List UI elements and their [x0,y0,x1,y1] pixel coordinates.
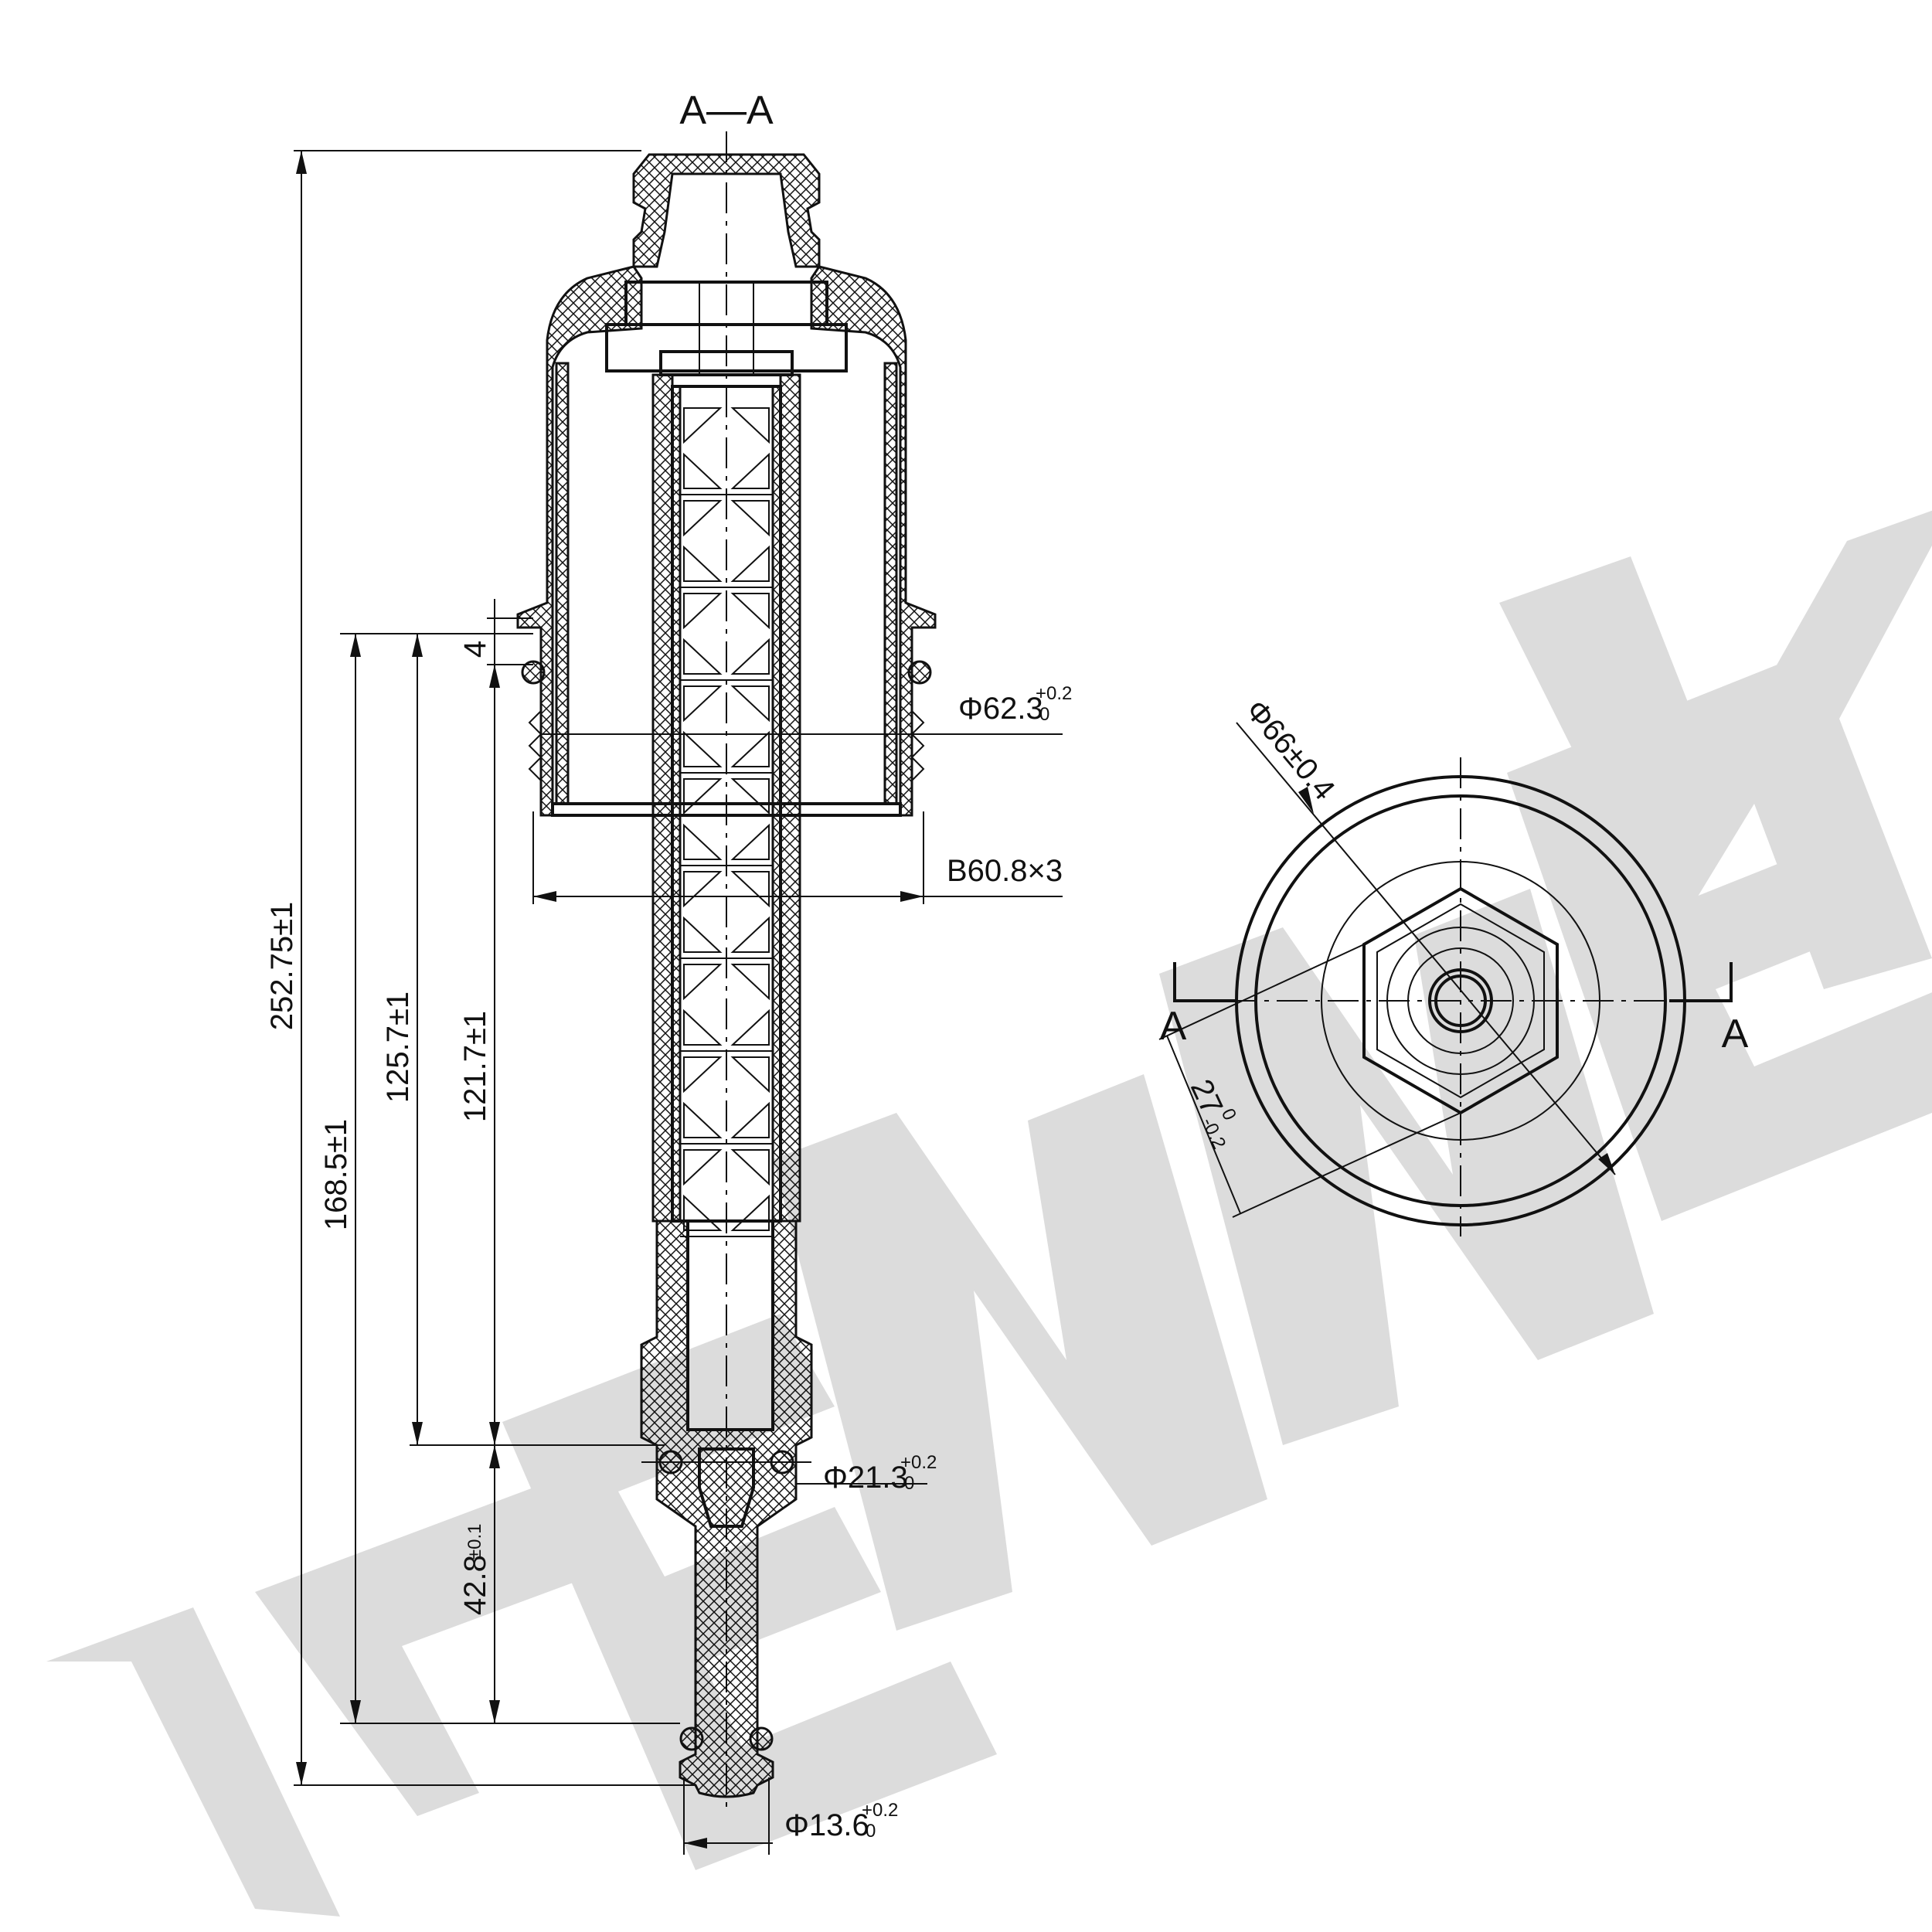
lattice-cell [683,1149,723,1186]
lattice-cell [730,964,770,1001]
lattice-cell [683,500,723,537]
hex-dim-line-2 [1158,944,1365,1040]
dimension-lines [294,150,1063,1855]
end-view [1158,722,1733,1236]
dim-dia-21-tol-up: +0.2 [900,1452,937,1473]
lattice-cell [730,500,770,537]
watermark-logo [46,510,1932,1917]
lattice-cell [730,778,770,815]
filter-cup-shell [516,265,937,817]
o-ring-cup-right [907,660,932,685]
dim-tip: 42.8 ±0.1 [458,1523,492,1615]
lattice-cell [683,638,723,675]
lattice-cell [730,452,770,489]
section-title: A—A [679,88,774,133]
lattice-cell [730,871,770,908]
dim-dia-13-tol-low: 0 [866,1821,876,1842]
section-mark-left: A [1160,1004,1187,1049]
lattice-cell [730,1149,770,1186]
lattice-cell [683,407,723,444]
o-ring-tip-left [679,1726,704,1751]
lattice-cell [683,1101,723,1138]
dim-dia-13-tol-up: +0.2 [862,1800,898,1821]
lattice-cell [730,916,770,953]
lattice-cell [683,871,723,908]
dim-dia-62-main: Φ62.3 [958,692,1043,726]
dim-dia-13-main: Φ13.6 [784,1808,869,1842]
thread-right [910,710,925,781]
thread-left [528,710,543,781]
dia66-leader [1236,722,1616,1175]
inner-sleeve [555,362,898,805]
section-view [516,131,937,1808]
lattice-cell [683,1056,723,1094]
dim-dia-62-tol-low: 0 [1039,704,1049,725]
lattice-cell [683,916,723,953]
lattice-cell [730,407,770,444]
lattice-cell [730,685,770,723]
lattice-cell [683,685,723,723]
lattice-cell [683,1194,723,1231]
dimension-arrows [296,151,923,1849]
lattice-cell [683,545,723,582]
hex-head [632,153,821,268]
dim-dia-62-tol-up: +0.2 [1036,683,1072,704]
dim-overall-height: 252.75±1 [265,902,299,1031]
lattice-cell [730,1009,770,1046]
hex-dim-line-1 [1232,1112,1461,1218]
lattice-cell [730,593,770,630]
center-tube-right-wall [779,373,801,1223]
dim-dia-21-tol-low: 0 [904,1473,914,1494]
hex-dim-line [1166,1035,1241,1214]
filter-element-side-right [771,385,782,1223]
dim-thread: B60.8×3 [947,854,1063,888]
lattice-cell [730,638,770,675]
center-tube-left-wall [651,373,674,1223]
dim-125: 125.7±1 [381,992,415,1103]
lattice-cell [683,823,723,860]
lattice-cell [683,730,723,767]
lattice-cell [730,823,770,860]
lattice-cell [730,1194,770,1231]
o-ring-tip-right [749,1726,774,1751]
dim-tip-tol: ±0.1 [464,1523,485,1560]
lattice-cell [683,1009,723,1046]
dim-dia-62: Φ62.3 +0.2 0 [958,683,1072,726]
o-ring-cup-left [521,660,546,685]
dim-groove: 4 [458,641,492,658]
stem-bore [686,1219,774,1431]
dim-168: 168.5±1 [319,1119,353,1230]
dim-121: 121.7±1 [458,1011,492,1122]
section-cut-left [1173,962,1236,1002]
lattice-cell [730,730,770,767]
lattice-cell [730,1056,770,1094]
lattice-cell [683,452,723,489]
dim-dia-21: Φ21.3 +0.2 0 [823,1452,937,1495]
lattice-cell [683,964,723,1001]
lattice-cell [683,778,723,815]
lattice-cell [730,1101,770,1138]
filter-element-side-left [671,385,682,1223]
section-mark-right: A [1722,1012,1749,1056]
stem-nozzle [698,1447,755,1528]
section-cut-right [1669,962,1733,1002]
dim-dia-66: Φ66±0.4 [1239,694,1342,807]
lattice-cell [730,545,770,582]
dim-dia-13: Φ13.6 +0.2 0 [784,1800,898,1842]
dim-tip-main: 42.8 [458,1555,492,1615]
dim-dia-21-main: Φ21.3 [823,1461,908,1495]
end-hex-inner [1376,903,1545,1099]
lattice-cell [683,593,723,630]
